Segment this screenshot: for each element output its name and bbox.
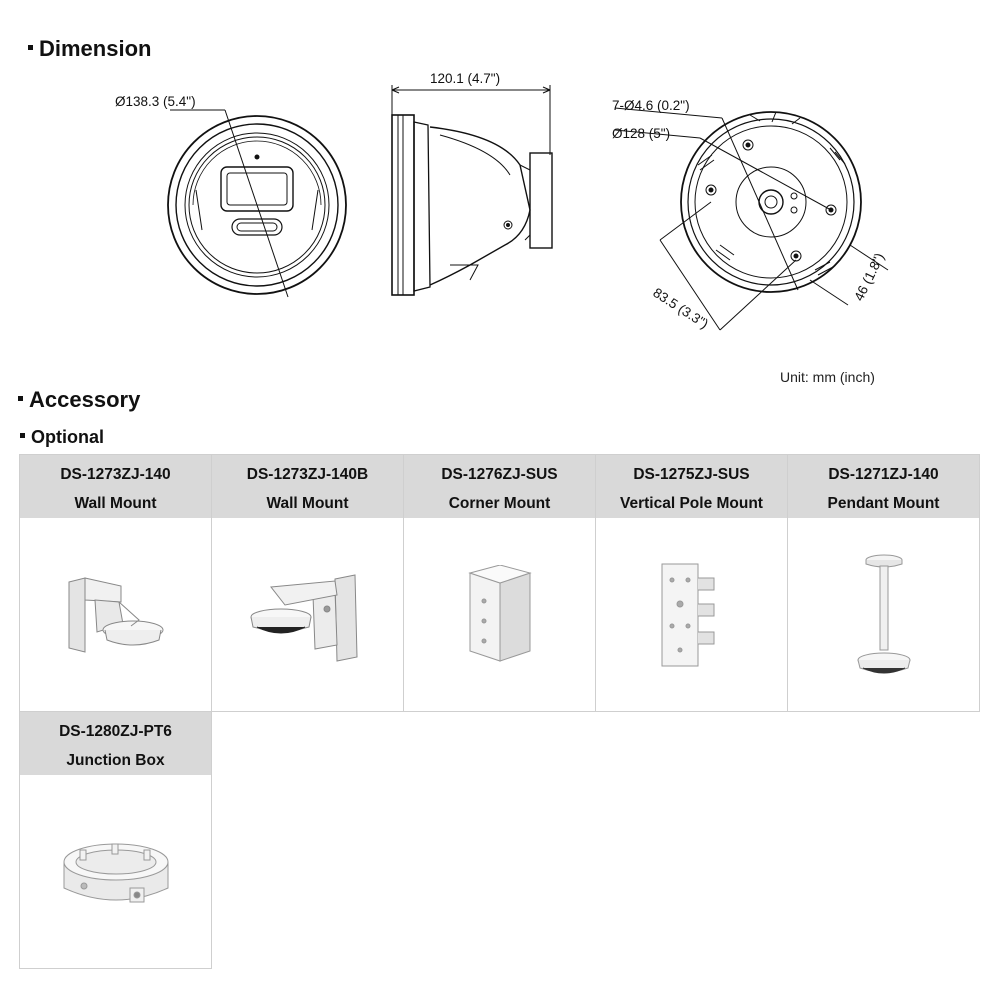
accessory-name: Corner Mount — [448, 495, 551, 512]
pendant-mount-icon — [857, 554, 910, 673]
accessory-header: DS-1273ZJ-140 Wall Mount — [20, 455, 211, 518]
wall-mount-box-icon — [250, 573, 358, 662]
bullet-icon — [20, 432, 25, 438]
accessory-image — [20, 775, 211, 968]
accessory-model: DS-1273ZJ-140 — [60, 466, 171, 483]
accessory-header: DS-1280ZJ-PT6 Junction Box — [20, 712, 211, 775]
accessory-card: DS-1273ZJ-140B Wall Mount — [211, 454, 404, 712]
accessory-heading: Accessory — [18, 387, 140, 413]
side-view-drawing: 120.1 (4.7") — [391, 71, 553, 296]
accessory-header: DS-1276ZJ-SUS Corner Mount — [404, 455, 595, 518]
accessory-header: DS-1271ZJ-140 Pendant Mount — [788, 455, 979, 518]
optional-heading: Optional — [20, 427, 104, 448]
accessory-header: DS-1273ZJ-140B Wall Mount — [212, 455, 403, 518]
accessory-image — [404, 518, 595, 711]
accessory-model: DS-1275ZJ-SUS — [633, 466, 750, 483]
accessory-model: DS-1276ZJ-SUS — [441, 466, 558, 483]
accessory-name: Junction Box — [66, 752, 165, 769]
accessory-row: DS-1273ZJ-140 Wall Mount — [19, 454, 985, 712]
accessory-card: DS-1275ZJ-SUS Vertical Pole Mount — [595, 454, 788, 712]
junction-box-icon — [63, 843, 168, 902]
accessory-name: Wall Mount — [74, 495, 157, 512]
accessory-image — [596, 518, 787, 711]
accessory-image — [788, 518, 979, 711]
accessory-image — [212, 518, 403, 711]
side-depth-label: 120.1 (4.7") — [430, 71, 500, 86]
bullet-icon — [28, 44, 33, 50]
unit-note: Unit: mm (inch) — [780, 369, 875, 385]
accessory-name: Vertical Pole Mount — [620, 495, 763, 512]
accessory-card: DS-1280ZJ-PT6 Junction Box — [19, 711, 212, 969]
front-view-drawing: Ø138.3 (5.4") — [115, 94, 347, 298]
pole-mount-icon — [661, 563, 714, 666]
accessory-card: DS-1273ZJ-140 Wall Mount — [19, 454, 212, 712]
accessory-card: DS-1271ZJ-140 Pendant Mount — [787, 454, 980, 712]
accessory-table: DS-1273ZJ-140 Wall Mount — [19, 454, 985, 969]
front-diameter-label: Ø138.3 (5.4") — [115, 94, 196, 109]
accessory-model: DS-1280ZJ-PT6 — [59, 723, 172, 740]
spacing-a-label: 83.5 (3.3") — [650, 285, 711, 332]
corner-mount-icon — [467, 564, 532, 662]
dimension-heading: Dimension — [28, 36, 151, 62]
wall-mount-icon — [68, 576, 163, 653]
accessory-header: DS-1275ZJ-SUS Vertical Pole Mount — [596, 455, 787, 518]
bullet-icon — [18, 395, 23, 401]
accessory-row: DS-1280ZJ-PT6 Junction Box — [19, 711, 985, 969]
accessory-image — [20, 518, 211, 711]
accessory-name: Pendant Mount — [827, 495, 940, 512]
accessory-model: DS-1271ZJ-140 — [828, 466, 939, 483]
base-view-drawing: 7-Ø4.6 (0.2") Ø128 (5") 83.5 (3.3") 46 (… — [612, 98, 889, 332]
spacing-b-label: 46 (1.8") — [851, 251, 887, 304]
accessory-model: DS-1273ZJ-140B — [246, 466, 369, 483]
accessory-card: DS-1276ZJ-SUS Corner Mount — [403, 454, 596, 712]
accessory-name: Wall Mount — [266, 495, 349, 512]
holes-label: 7-Ø4.6 (0.2") — [612, 98, 690, 113]
base-diameter-label: Ø128 (5") — [612, 126, 670, 141]
